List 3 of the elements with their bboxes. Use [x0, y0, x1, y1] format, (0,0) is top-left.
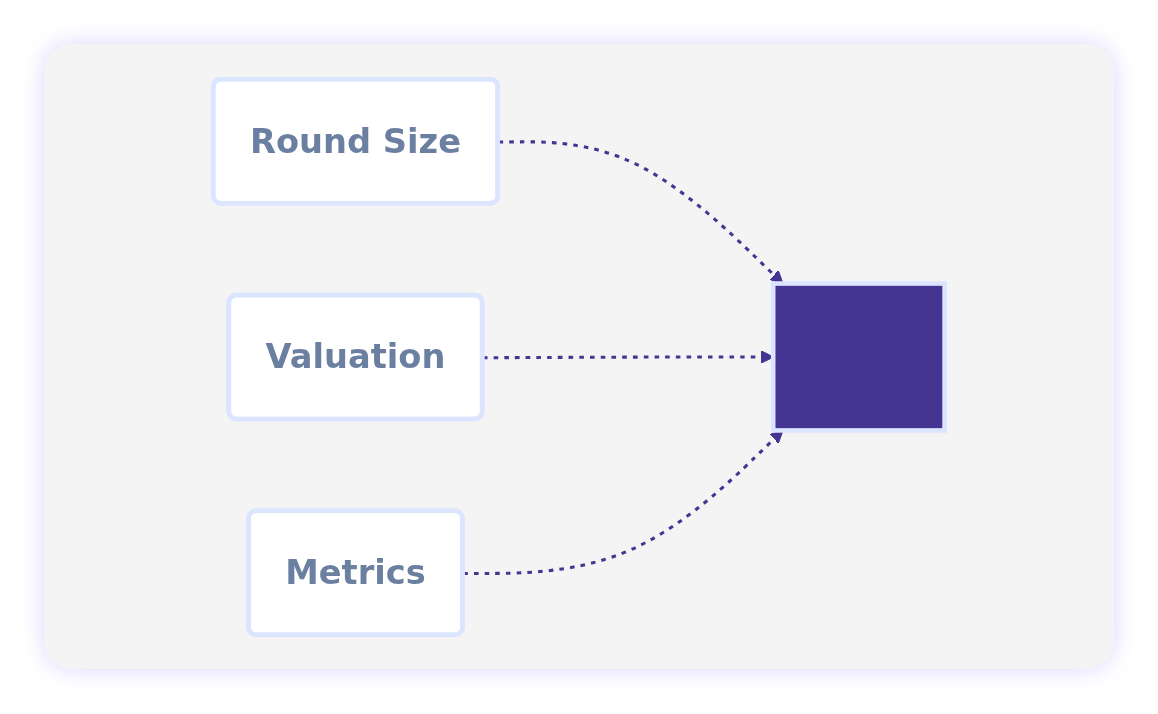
node-box: [771, 280, 947, 433]
arrow: [498, 139, 784, 284]
card-background: Round Size Valuation Metrics: [44, 44, 1114, 669]
